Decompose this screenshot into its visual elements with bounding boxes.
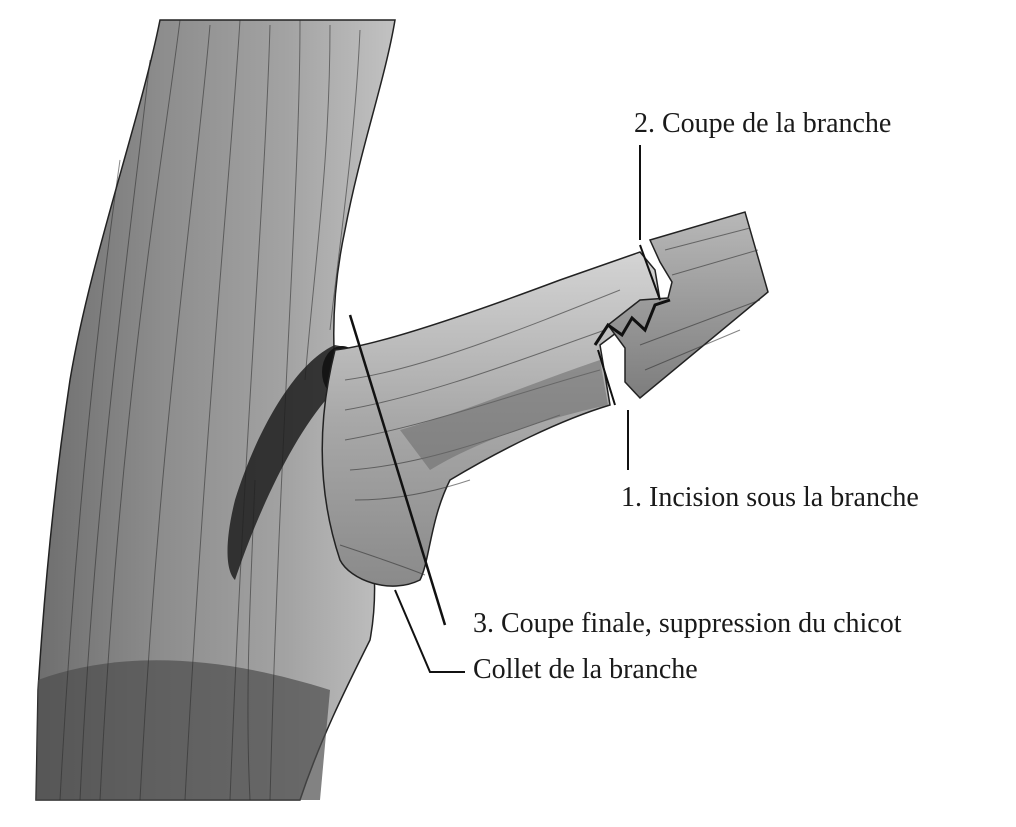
cut-zigzag [593,244,671,406]
tree-trunk [35,19,396,801]
final-cut-line [348,314,447,626]
label-undercut: 1. Incision sous la branche [621,482,919,513]
label-final-cut: 3. Coupe finale, suppression du chicot [473,608,902,639]
branch-stub [606,211,769,400]
label-cut-branch: 2. Coupe de la branche [634,108,892,139]
branch [321,251,661,587]
leader-lines [394,145,641,673]
label-branch-collar: Collet de la branche [473,654,698,685]
